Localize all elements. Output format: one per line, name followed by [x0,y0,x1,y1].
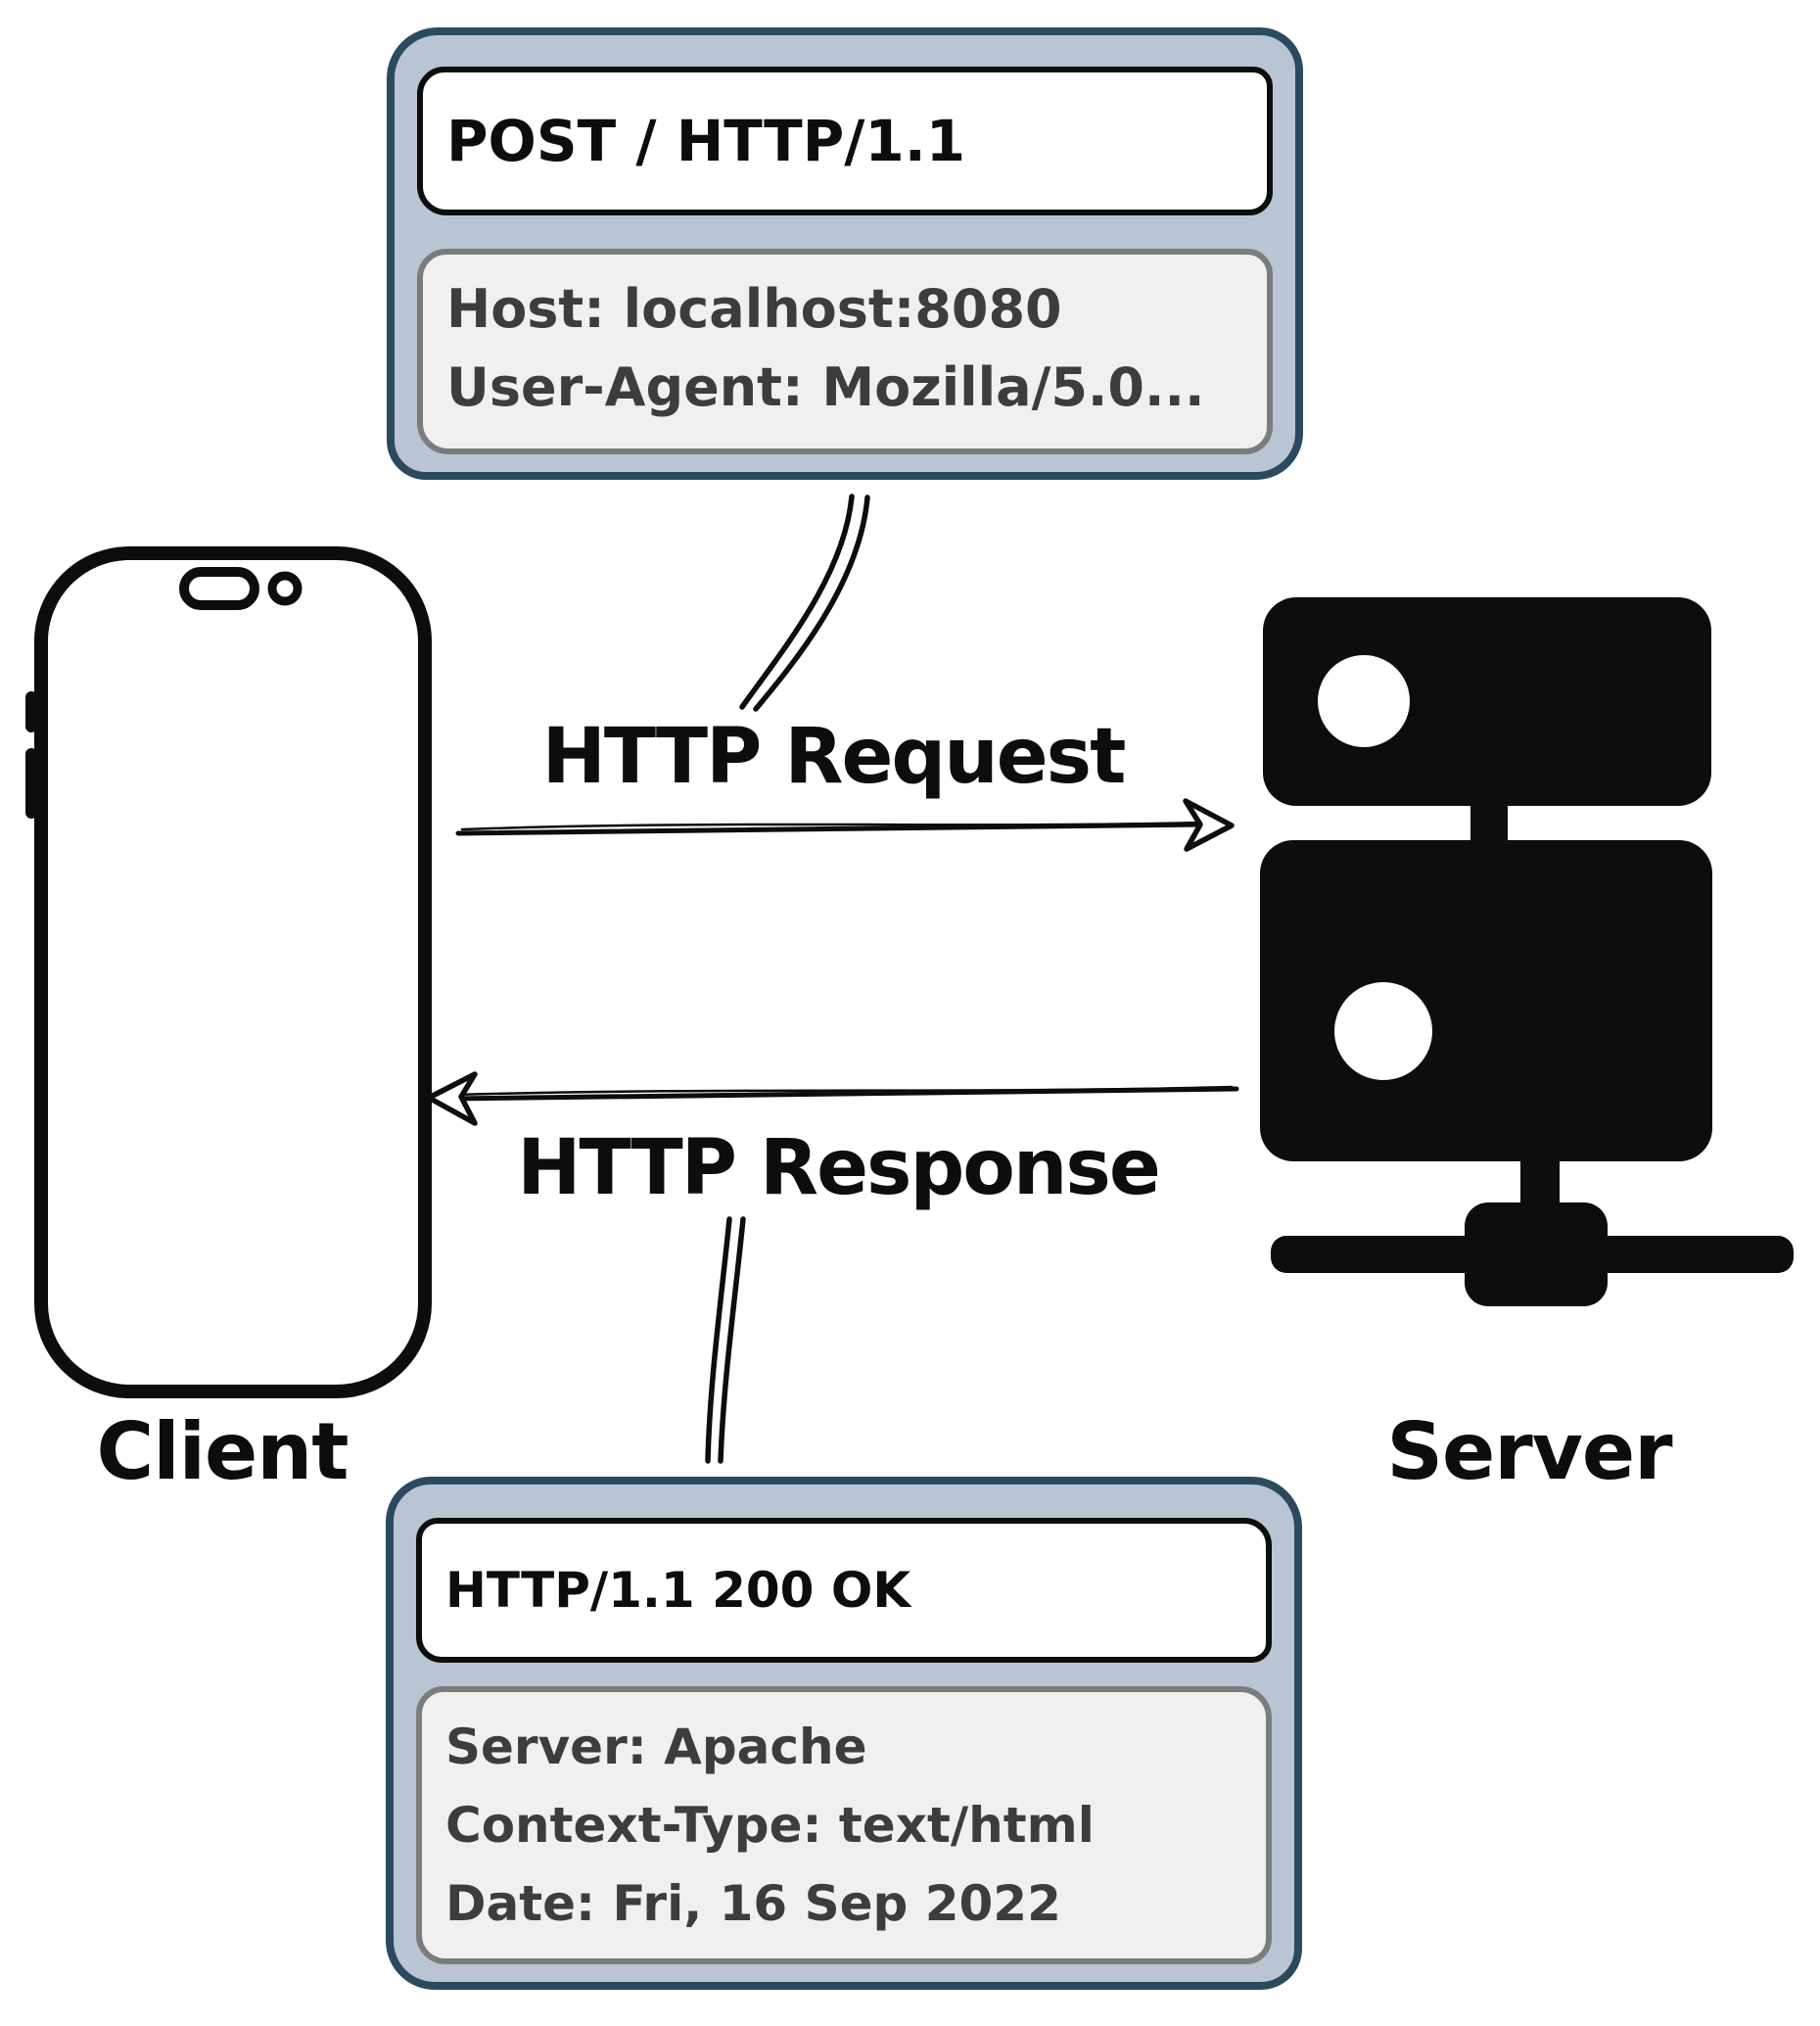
response-arrow-line-echo [452,1085,1234,1097]
server-rack-unit-1 [1263,597,1711,806]
request-header-host: Host: localhost:8080 [446,278,1062,340]
phone-camera-dot [267,571,303,606]
request-headers-box: Host: localhost:8080 User-Agent: Mozilla… [417,249,1273,454]
client-label: Client [96,1406,349,1497]
server-label: Server [1386,1406,1672,1497]
http-request-label: HTTP Request [541,713,1127,801]
server-network-node [1465,1202,1608,1306]
response-headers-box: Server: Apache Context-Type: text/html D… [416,1686,1272,1964]
response-header-date: Date: Fri, 16 Sep 2022 [445,1875,1061,1932]
response-status-line-box: HTTP/1.1 200 OK [416,1518,1272,1663]
http-response-label: HTTP Response [517,1124,1160,1212]
server-drive-light-1 [1318,655,1410,747]
server-icon [1260,597,1794,1306]
response-header-content-type: Context-Type: text/html [445,1797,1095,1854]
request-start-line: POST / HTTP/1.1 [446,108,966,174]
request-start-line-box: POST / HTTP/1.1 [417,67,1273,215]
response-status-line: HTTP/1.1 200 OK [445,1562,911,1619]
request-arrow-line [455,822,1209,836]
phone-volume-button [25,748,37,819]
response-header-server: Server: Apache [445,1719,867,1775]
server-rack-unit-2 [1260,840,1712,1161]
http-request-arrow [455,798,1235,852]
request-connector-line [739,494,870,712]
request-arrow-line-echo [460,821,1202,831]
phone-volume-button [25,691,37,732]
phone-camera-pill [179,567,259,610]
phone-body [34,546,432,1398]
request-arrowhead [1183,798,1235,852]
response-arrow-line [447,1086,1239,1102]
client-phone-icon [25,546,432,1398]
response-arrowhead [426,1071,478,1126]
http-response-card: HTTP/1.1 200 OK Server: Apache Context-T… [386,1477,1302,1990]
http-request-card: POST / HTTP/1.1 Host: localhost:8080 Use… [387,27,1303,480]
server-drive-light-2 [1334,982,1432,1080]
http-response-arrow [426,1071,1239,1126]
response-connector-line [705,1216,746,1464]
request-header-user-agent: User-Agent: Mozilla/5.0... [446,356,1205,418]
